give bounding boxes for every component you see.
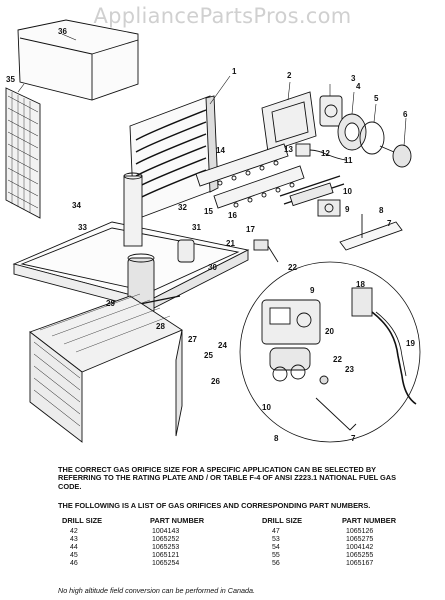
callout: 22 <box>288 263 297 272</box>
drill-size-cell: 46 <box>70 560 78 567</box>
callout: 5 <box>374 94 379 103</box>
drill-size-cell: 43 <box>70 536 78 543</box>
drill-size-cell: 42 <box>70 528 78 535</box>
drill-size-cell: 54 <box>272 544 280 551</box>
gas-valve-inset <box>239 261 421 443</box>
drill-size-cell: 45 <box>70 552 78 559</box>
drill-size-cell: 53 <box>272 536 280 543</box>
drill-size-header-left: DRILL SIZE <box>62 516 103 525</box>
callout: 11 <box>344 156 353 165</box>
part-number-header-right: PART NUMBER <box>342 516 397 525</box>
part-number-cell: 1065167 <box>346 560 374 567</box>
callout: 2 <box>287 71 292 80</box>
callout: 16 <box>228 211 237 220</box>
callout: 1 <box>232 67 237 76</box>
leader-lines <box>17 33 407 147</box>
drill-size-header-right: DRILL SIZE <box>262 516 303 525</box>
callout: 18 <box>356 280 365 289</box>
callout: 14 <box>216 146 225 155</box>
part-number-cell: 1065252 <box>152 536 180 543</box>
callout: 17 <box>246 225 255 234</box>
callout: 3 <box>351 74 356 83</box>
callout: 20 <box>325 327 334 336</box>
callout: 32 <box>178 203 187 212</box>
callout: 8 <box>379 206 384 215</box>
callout: 31 <box>192 223 201 232</box>
callout: 19 <box>406 339 415 348</box>
drill-size-cell: 55 <box>272 552 280 559</box>
callout: 25 <box>204 351 213 360</box>
part-number-cell: 1004143 <box>152 528 180 535</box>
canada-footnote: No high altitude field conversion can be… <box>58 586 255 595</box>
callout: 34 <box>72 201 81 210</box>
callout: 9 <box>310 286 315 295</box>
callout: 26 <box>211 377 220 386</box>
drill-size-cell: 44 <box>70 544 78 551</box>
part-number-cell: 1065121 <box>152 552 180 559</box>
cabinet-top-cover <box>17 19 139 101</box>
callout: 27 <box>188 335 197 344</box>
burner-manifold <box>195 143 345 209</box>
part-number-cell: 1065126 <box>346 528 374 535</box>
callout: 30 <box>208 263 217 272</box>
pressure-switch <box>295 143 347 161</box>
callout: 15 <box>204 207 213 216</box>
callout: 29 <box>106 299 115 308</box>
part-number-header-left: PART NUMBER <box>150 516 205 525</box>
part-number-cell: 1065255 <box>346 552 374 559</box>
callout: 7 <box>351 434 356 443</box>
callout: 33 <box>78 223 87 232</box>
part-number-cell: 1065254 <box>152 560 180 567</box>
exploded-parts-diagram: 36 35 1 2 3 4 5 6 12 11 13 14 15 16 17 1… <box>5 19 421 443</box>
rollout-switch <box>253 239 279 263</box>
part-number-cell: 1065253 <box>152 544 180 551</box>
callout: 13 <box>284 145 293 154</box>
callout: 28 <box>156 322 165 331</box>
callout: 4 <box>356 82 361 91</box>
gas-valve-small <box>317 199 341 217</box>
callout: 21 <box>226 239 235 248</box>
condenser-coil-left <box>5 87 41 219</box>
callout: 6 <box>403 110 408 119</box>
condenser-coil-bottom <box>29 293 183 443</box>
orifice-list-intro: THE FOLLOWING IS A LIST OF GAS ORIFICES … <box>58 501 371 510</box>
drill-size-cell: 47 <box>272 528 280 535</box>
callout: 36 <box>58 27 67 36</box>
callout: 35 <box>6 75 15 84</box>
heat-exchanger <box>129 95 219 221</box>
part-number-cell: 1004142 <box>346 544 374 551</box>
bracket-7-8 <box>339 214 403 251</box>
callout: 10 <box>262 403 271 412</box>
callout: 23 <box>345 365 354 374</box>
collector-box <box>261 91 343 153</box>
callout: 12 <box>321 149 330 158</box>
callout: 7 <box>387 219 392 228</box>
callout: 24 <box>218 341 227 350</box>
part-number-cell: 1065275 <box>346 536 374 543</box>
callout: 22 <box>333 355 342 364</box>
orifice-note: THE CORRECT GAS ORIFICE SIZE FOR A SPECI… <box>58 465 397 491</box>
callout: 10 <box>343 187 352 196</box>
callout-labels: 36 35 1 2 3 4 5 6 12 11 13 14 15 16 17 1… <box>6 27 415 443</box>
callout: 9 <box>345 205 350 214</box>
drill-size-cell: 56 <box>272 560 280 567</box>
callout: 8 <box>274 434 279 443</box>
capacitor <box>177 239 195 263</box>
